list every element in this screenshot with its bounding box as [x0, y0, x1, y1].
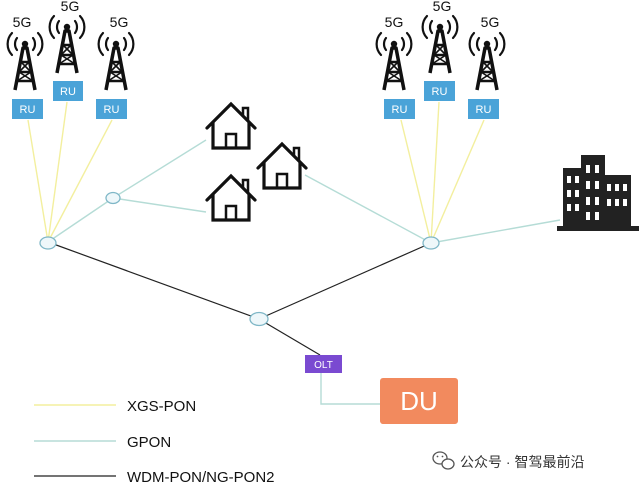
splitter-node-left [39, 236, 57, 250]
gpon-link [112, 197, 207, 213]
legend-label-xgs: XGS-PON [127, 398, 196, 415]
legend-label-gpon: GPON [127, 434, 171, 451]
cell-tower-icon [374, 31, 414, 92]
gpon-link [430, 219, 561, 244]
house-icon [256, 142, 308, 190]
xgs-link [27, 119, 49, 243]
ru-label: RU [392, 104, 408, 116]
cell-tower-icon [467, 31, 507, 92]
xgs-link [47, 101, 68, 243]
du-label: DU [400, 386, 438, 416]
xgs-link [430, 101, 440, 244]
tower-5g-label: 5G [433, 0, 452, 14]
tower-5g-label: 5G [110, 14, 129, 30]
ru-label: RU [104, 104, 120, 116]
tower-5g-label: 5G [13, 14, 32, 30]
gpon-link [112, 139, 207, 199]
tower-5g-label: 5G [61, 0, 80, 14]
house-icon [205, 102, 257, 150]
cell-tower-icon [47, 14, 87, 75]
splitter-node-center [249, 311, 269, 327]
wdm-link [258, 318, 321, 356]
ru-box [384, 99, 415, 119]
ru-box [53, 81, 83, 101]
ru-box [96, 99, 127, 119]
ru-label: RU [476, 104, 492, 116]
xgs-link [400, 119, 432, 244]
tower-group-right: 5G 5G 5G RU RU RU [374, 0, 507, 119]
xgs-link [47, 119, 113, 243]
cell-tower-icon [96, 31, 136, 92]
legend: XGS-PON GPON WDM-PON/NG-PON2 [34, 398, 275, 486]
ru-label: RU [432, 86, 448, 98]
office-building-icon [557, 155, 639, 231]
wdm-pon-links [47, 241, 432, 356]
olt-box [305, 355, 342, 373]
watermark: 公众号 · 智驾最前沿 [432, 451, 584, 470]
wdm-link [258, 242, 432, 320]
splitter-node-houses [105, 191, 121, 205]
wechat-icon [432, 451, 455, 470]
ru-box [424, 81, 455, 101]
splitter-nodes [39, 191, 440, 327]
olt-label: OLT [314, 360, 333, 371]
legend-label-wdm: WDM-PON/NG-PON2 [127, 469, 275, 486]
xgs-link [430, 119, 485, 244]
wdm-link [47, 241, 260, 320]
du-box [380, 378, 458, 424]
cell-tower-icon [5, 31, 45, 92]
xgs-pon-links [27, 101, 485, 244]
tower-5g-label: 5G [481, 14, 500, 30]
ru-label: RU [60, 86, 76, 98]
cell-tower-icon [420, 14, 460, 75]
gpon-links [47, 139, 561, 405]
houses [205, 102, 308, 222]
olt-du-link [320, 373, 380, 405]
ru-box [12, 99, 43, 119]
gpon-link [304, 174, 432, 244]
watermark-text: 公众号 · 智驾最前沿 [460, 454, 584, 470]
house-icon [205, 174, 257, 222]
tower-5g-label: 5G [385, 14, 404, 30]
splitter-node-right [422, 236, 440, 250]
tower-group-left: 5G 5G 5G RU RU RU [5, 0, 136, 119]
gpon-link [47, 197, 114, 243]
ru-label: RU [20, 104, 36, 116]
ru-box [468, 99, 499, 119]
